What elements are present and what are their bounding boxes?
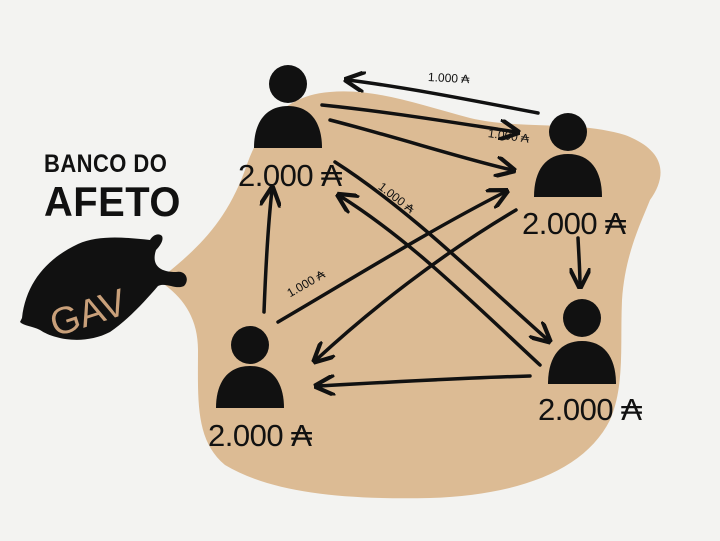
arrow-bottomleft-to-topleft [264,190,272,314]
amount-bottom-left: 2.000 ₳ [208,418,312,453]
arrows [264,80,580,386]
title-line-1: BANCO DO [44,150,168,178]
amount-top-left: 2.000 ₳ [238,158,342,193]
person-icon-right [534,113,602,197]
arrow-topleft-to-right-2 [328,118,512,170]
arrow-bottomleft-to-right [276,192,505,324]
title-line-2: AFETO [44,178,181,225]
arrow-bottomright-to-topleft [340,196,542,367]
person-icon-top-left [254,65,322,148]
arrow-right-to-bottomright [578,236,580,285]
arrow-topleft-to-right-1 [320,103,516,132]
arrow-bottomright-to-bottomleft [318,374,532,386]
gav-bag-icon: GAV [20,234,187,346]
arrow-right-to-topleft [348,80,540,115]
arrow-right-to-bottomleft [316,208,518,360]
person-icon-bottom-left [216,326,284,408]
person-icon-bottom-right [548,299,616,384]
amount-bottom-right: 2.000 ₳ [538,392,642,427]
arrow-topleft-to-bottomright [333,160,548,340]
transfer-label-top: 1.000 ₳ [427,70,470,87]
amount-right: 2.000 ₳ [522,206,626,241]
